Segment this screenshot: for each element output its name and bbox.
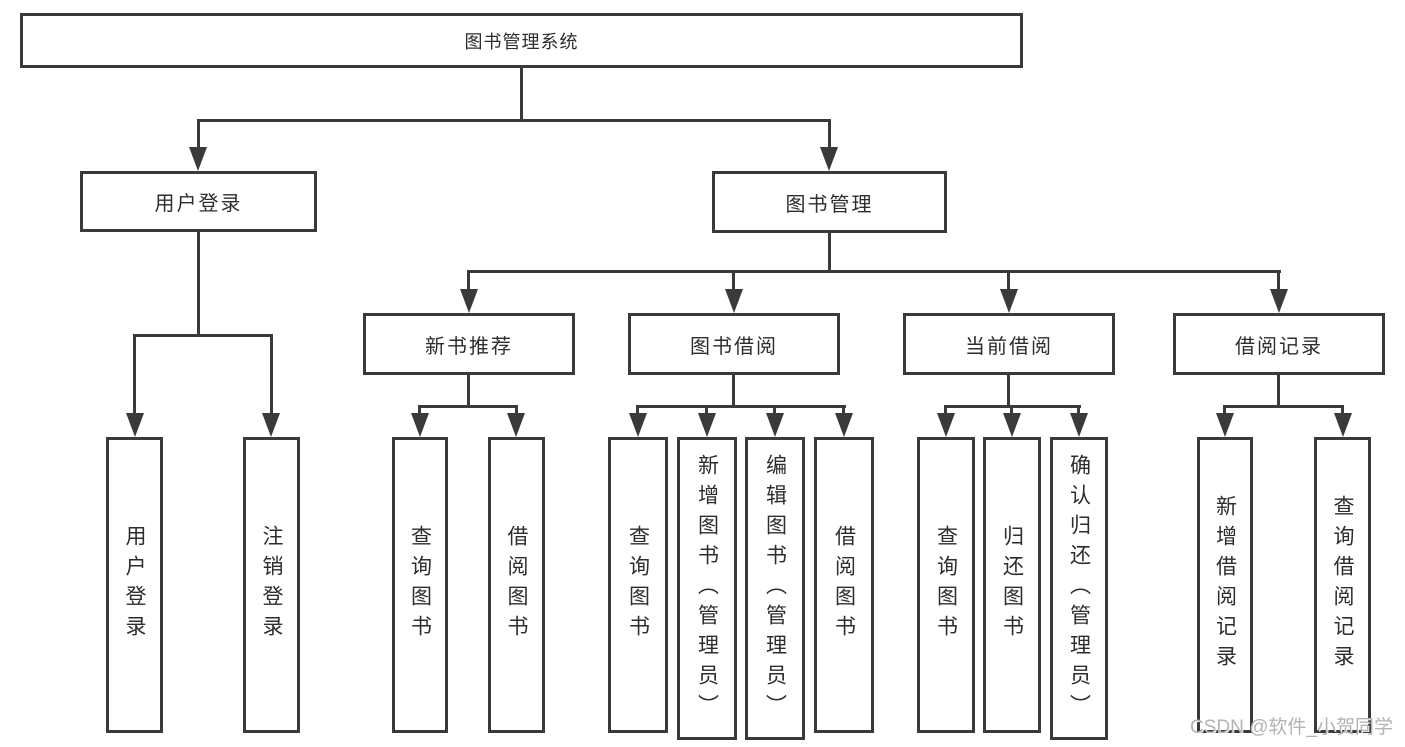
node-root-label: 图书管理系统: [464, 31, 579, 52]
connector-borrowing-trunk: [732, 375, 735, 407]
connector-stem: [270, 334, 273, 415]
node-current-label: 当前借阅: [965, 335, 1053, 358]
arrow-down-icon: [1216, 413, 1234, 437]
leaf-records-query-label: 查询借阅记录: [1331, 495, 1354, 675]
leaf-records-query: 查询借阅记录: [1314, 437, 1371, 733]
connector-stem: [467, 270, 470, 294]
arrow-down-icon: [411, 413, 429, 437]
leaf-borrowing-query-label: 查询图书: [626, 525, 650, 645]
leaf-current-return: 归还图书: [983, 437, 1041, 733]
leaf-newbooks-borrow-label: 借阅图书: [505, 525, 528, 645]
leaf-records-add: 新增借阅记录: [1197, 437, 1253, 733]
leaf-newbooks-query: 查询图书: [392, 437, 448, 733]
connector-branch-user-login: [134, 334, 273, 337]
node-new-books-label: 新书推荐: [425, 335, 513, 358]
node-current: 当前借阅: [903, 313, 1115, 375]
connector-stem: [705, 405, 708, 417]
connector-stem: [418, 405, 421, 417]
leaf-current-return-label: 归还图书: [1000, 525, 1024, 645]
leaf-borrowing-edit-admin: 编辑图书（管理员）: [745, 437, 805, 740]
node-user-login: 用户登录: [80, 171, 317, 232]
leaf-borrowing-add-admin: 新增图书（管理员）: [677, 437, 737, 740]
connector-book-mgmt-trunk: [828, 233, 831, 272]
arrow-down-icon: [460, 289, 478, 313]
arrow-down-icon: [937, 413, 955, 437]
node-borrowing: 图书借阅: [628, 313, 840, 375]
leaf-current-confirm-admin-label: 确认归还（管理员）: [1067, 453, 1091, 724]
connector-user-login-trunk: [197, 232, 200, 335]
connector-stem-user-login: [197, 119, 200, 151]
connector-stem: [773, 405, 776, 417]
leaf-newbooks-query-label: 查询图书: [408, 525, 432, 645]
arrow-down-icon: [262, 413, 280, 437]
leaf-current-query: 查询图书: [917, 437, 975, 733]
connector-branch-current: [945, 405, 1081, 408]
node-user-login-label: 用户登录: [154, 193, 243, 215]
arrow-down-icon: [1270, 289, 1288, 313]
leaf-newbooks-borrow: 借阅图书: [488, 437, 545, 733]
leaf-user-login: 用户登录: [106, 437, 163, 733]
arrow-down-icon: [1000, 289, 1018, 313]
leaf-borrowing-borrow-label: 借阅图书: [832, 525, 856, 645]
connector-stem: [842, 405, 845, 417]
connector-new-books-trunk: [467, 375, 470, 407]
node-records: 借阅记录: [1173, 313, 1385, 375]
arrow-down-icon: [725, 289, 743, 313]
arrow-down-icon: [1334, 413, 1352, 437]
leaf-user-login-label: 用户登录: [123, 525, 146, 645]
leaf-borrowing-borrow: 借阅图书: [814, 437, 874, 733]
connector-stem: [1007, 270, 1010, 294]
leaf-current-confirm-admin: 确认归还（管理员）: [1050, 437, 1108, 740]
connector-branch-level3: [468, 270, 1281, 273]
node-new-books: 新书推荐: [363, 313, 575, 375]
connector-stem: [1341, 405, 1344, 417]
connector-branch-borrowing: [637, 405, 846, 408]
node-book-mgmt: 图书管理: [712, 171, 947, 233]
leaf-borrowing-add-admin-label: 新增图书（管理员）: [695, 453, 719, 724]
connector-branch-new-books: [419, 405, 518, 408]
arrow-down-icon: [1003, 413, 1021, 437]
arrow-down-icon: [766, 413, 784, 437]
connector-stem: [1223, 405, 1226, 417]
connector-stem: [515, 405, 518, 417]
node-root: 图书管理系统: [20, 13, 1023, 68]
connector-current-trunk: [1007, 375, 1010, 407]
connector-stem: [1077, 405, 1080, 417]
leaf-records-add-label: 新增借阅记录: [1213, 495, 1237, 675]
arrow-down-icon: [835, 413, 853, 437]
node-book-mgmt-label: 图书管理: [785, 193, 874, 216]
arrow-down-icon: [698, 413, 716, 437]
arrow-down-icon: [1070, 413, 1088, 437]
leaf-current-query-label: 查询图书: [934, 525, 958, 645]
connector-stem: [1277, 270, 1280, 294]
connector-stem: [1010, 405, 1013, 417]
leaf-logout: 注销登录: [243, 437, 300, 733]
node-records-label: 借阅记录: [1235, 335, 1323, 358]
connector-stem: [636, 405, 639, 417]
csdn-watermark: CSDN @软件_小贺同学: [1190, 717, 1393, 738]
connector-stem: [944, 405, 947, 417]
connector-stem: [732, 270, 735, 294]
arrow-down-icon: [629, 413, 647, 437]
leaf-borrowing-edit-admin-label: 编辑图书（管理员）: [763, 453, 787, 724]
arrow-down-icon: [507, 413, 525, 437]
node-borrowing-label: 图书借阅: [690, 335, 778, 358]
connector-branch-level1: [197, 119, 831, 122]
arrow-down-icon: [126, 413, 144, 437]
arrow-down-icon: [189, 147, 207, 171]
connector-root-trunk: [520, 68, 523, 121]
connector-branch-records: [1224, 405, 1344, 408]
leaf-logout-label: 注销登录: [260, 525, 283, 645]
leaf-borrowing-query: 查询图书: [608, 437, 668, 733]
connector-stem-book-mgmt: [828, 119, 831, 151]
connector-stem: [133, 334, 136, 415]
arrow-down-icon: [820, 147, 838, 171]
connector-records-trunk: [1277, 375, 1280, 407]
